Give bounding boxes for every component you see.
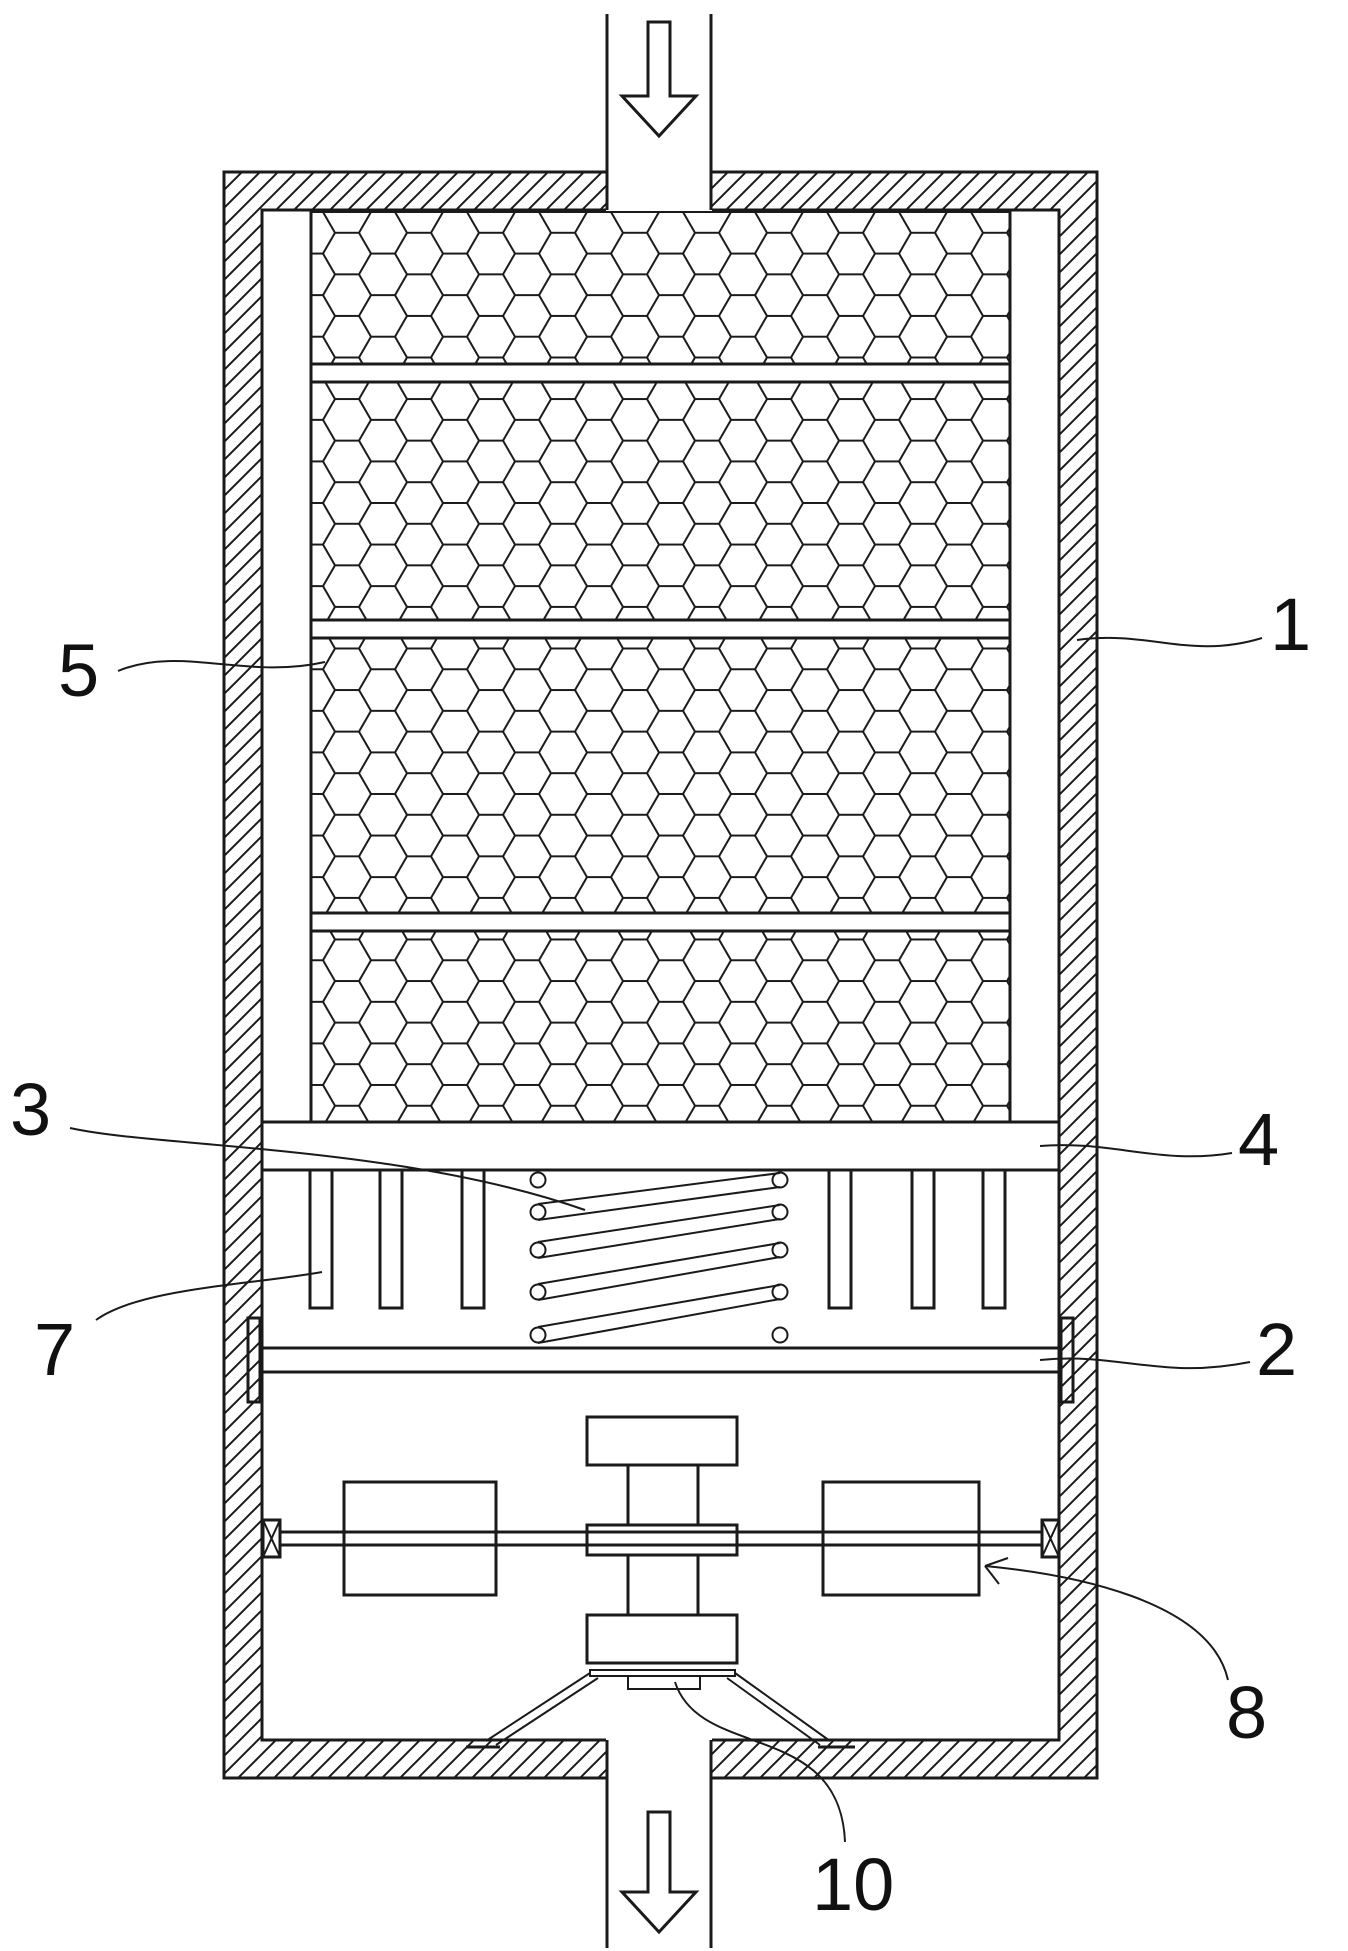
inlet-pipe: [605, 14, 713, 214]
leader-2: [1039, 1357, 1251, 1370]
upper-hub-cap: [585, 1415, 739, 1467]
housing-wall: [222, 170, 1099, 1780]
fin: [308, 1168, 334, 1310]
outlet-pipe: [605, 1738, 713, 1948]
leader-10: [674, 1681, 846, 1843]
right-plate-bracket: [1059, 1316, 1075, 1404]
outlet-arrow-icon: [618, 1810, 700, 1935]
leader-3: [69, 1127, 586, 1211]
honeycomb-block-2: [310, 381, 1011, 621]
fin: [827, 1168, 853, 1310]
rotor-assembly: [261, 1415, 1061, 1665]
hub-collar: [585, 1523, 739, 1557]
right-guide-rail: [1008, 208, 1061, 1124]
fin: [460, 1168, 486, 1310]
diffuser-hood: [466, 1669, 855, 1749]
lower-hub-cap: [585, 1613, 739, 1665]
left-bearing: [261, 1518, 282, 1559]
label-5: 5: [58, 629, 99, 712]
honeycomb-block-1: [310, 211, 1011, 365]
honeycomb-block-4: [310, 930, 1011, 1123]
left-plate-bracket: [246, 1316, 262, 1404]
lower-support-plate: [260, 1346, 1061, 1374]
label-4: 4: [1238, 1098, 1279, 1181]
fin: [910, 1168, 936, 1310]
leader-1: [1076, 636, 1263, 648]
leader-4: [1039, 1144, 1233, 1158]
leader-8: [984, 1565, 1229, 1681]
leader-8-arrow-icon: [984, 1557, 1009, 1585]
label-2: 2: [1256, 1308, 1297, 1391]
right-bearing: [1040, 1518, 1061, 1559]
left-blade: [342, 1480, 498, 1597]
separator-plate-1: [309, 362, 1012, 384]
honeycomb-filter-stack: [309, 211, 1012, 1123]
vertical-fins: [308, 1168, 1007, 1310]
compression-spring: [529, 1171, 789, 1344]
label-3: 3: [10, 1068, 51, 1151]
lower-hub-body: [626, 1553, 700, 1617]
upper-hub-body: [626, 1463, 700, 1527]
label-10: 10: [812, 1843, 894, 1926]
label-1: 1: [1270, 583, 1311, 666]
label-7: 7: [34, 1308, 75, 1391]
right-blade: [821, 1480, 981, 1597]
fin: [981, 1168, 1007, 1310]
honeycomb-block-3: [310, 637, 1011, 914]
leader-lines: [69, 636, 1263, 1843]
leader-5: [117, 660, 326, 672]
leader-7: [95, 1271, 323, 1321]
separator-plate-3: [309, 911, 1012, 933]
fin: [378, 1168, 404, 1310]
inlet-arrow-icon: [618, 20, 700, 139]
label-8: 8: [1226, 1671, 1267, 1754]
separator-plate-2: [309, 618, 1012, 640]
